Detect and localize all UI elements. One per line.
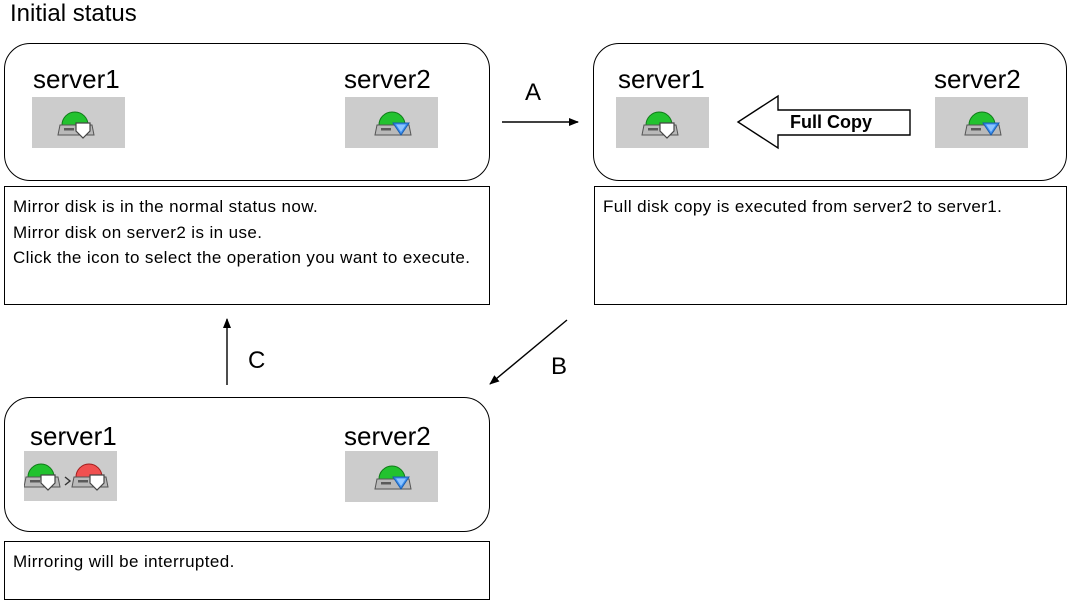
initial-server2-icon-button[interactable]: [345, 97, 438, 148]
interrupted-description: Mirroring will be interrupted.: [4, 541, 490, 600]
description-line: Mirror disk is in the normal status now.: [13, 197, 319, 216]
full-copy-server2-icon-button[interactable]: [935, 97, 1028, 148]
interrupted-server2-icon-button[interactable]: [345, 451, 438, 502]
description-text: Mirroring will be interrupted.: [13, 552, 235, 571]
transition-b-label: B: [551, 353, 568, 380]
mirror-disk-active-icon: [964, 111, 1002, 136]
full-copy-server1-icon-button[interactable]: [616, 97, 709, 148]
interrupted-server2-label: server2: [344, 421, 431, 451]
mirror-disk-normal-icon: [641, 111, 679, 139]
full-copy-description: Full disk copy is executed from server2 …: [594, 186, 1067, 305]
mirror-disk-active-icon: [374, 111, 412, 136]
full-copy-server2-label: server2: [934, 64, 1021, 94]
mirror-disk-active-icon: [374, 465, 412, 490]
interrupted-server1-icon-button[interactable]: [24, 451, 117, 501]
full-copy-arrow-label: Full Copy: [790, 112, 872, 132]
interrupted-server1-label: server1: [30, 421, 117, 451]
initial-server1-icon-button[interactable]: [32, 97, 125, 148]
description-line: Click the icon to select the operation y…: [13, 248, 471, 267]
mirror-disk-normal-to-error-icon: [24, 463, 109, 491]
description-text: Full disk copy is executed from server2 …: [603, 197, 1003, 216]
transition-c-label: C: [248, 347, 266, 374]
description-line: Mirror disk on server2 is in use.: [13, 222, 263, 242]
full-copy-server1-label: server1: [618, 64, 705, 94]
mirror-disk-normal-icon: [57, 111, 95, 139]
initial-server1-label: server1: [33, 64, 120, 94]
initial-status-description: Mirror disk is in the normal status now.…: [4, 186, 490, 305]
page-title: Initial status: [10, 0, 137, 27]
transition-b-arrow: [489, 319, 568, 385]
initial-server2-label: server2: [344, 64, 431, 94]
transition-a-label: A: [525, 79, 542, 106]
